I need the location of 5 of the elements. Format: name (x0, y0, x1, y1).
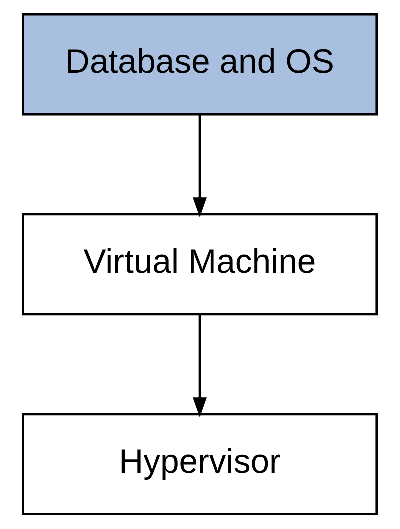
arrow (193, 114, 207, 218)
arrow (193, 314, 207, 418)
node-box: Virtual Machine (22, 213, 378, 316)
node-box: Database and OS (22, 13, 378, 116)
node-box: Hypervisor (22, 413, 378, 516)
